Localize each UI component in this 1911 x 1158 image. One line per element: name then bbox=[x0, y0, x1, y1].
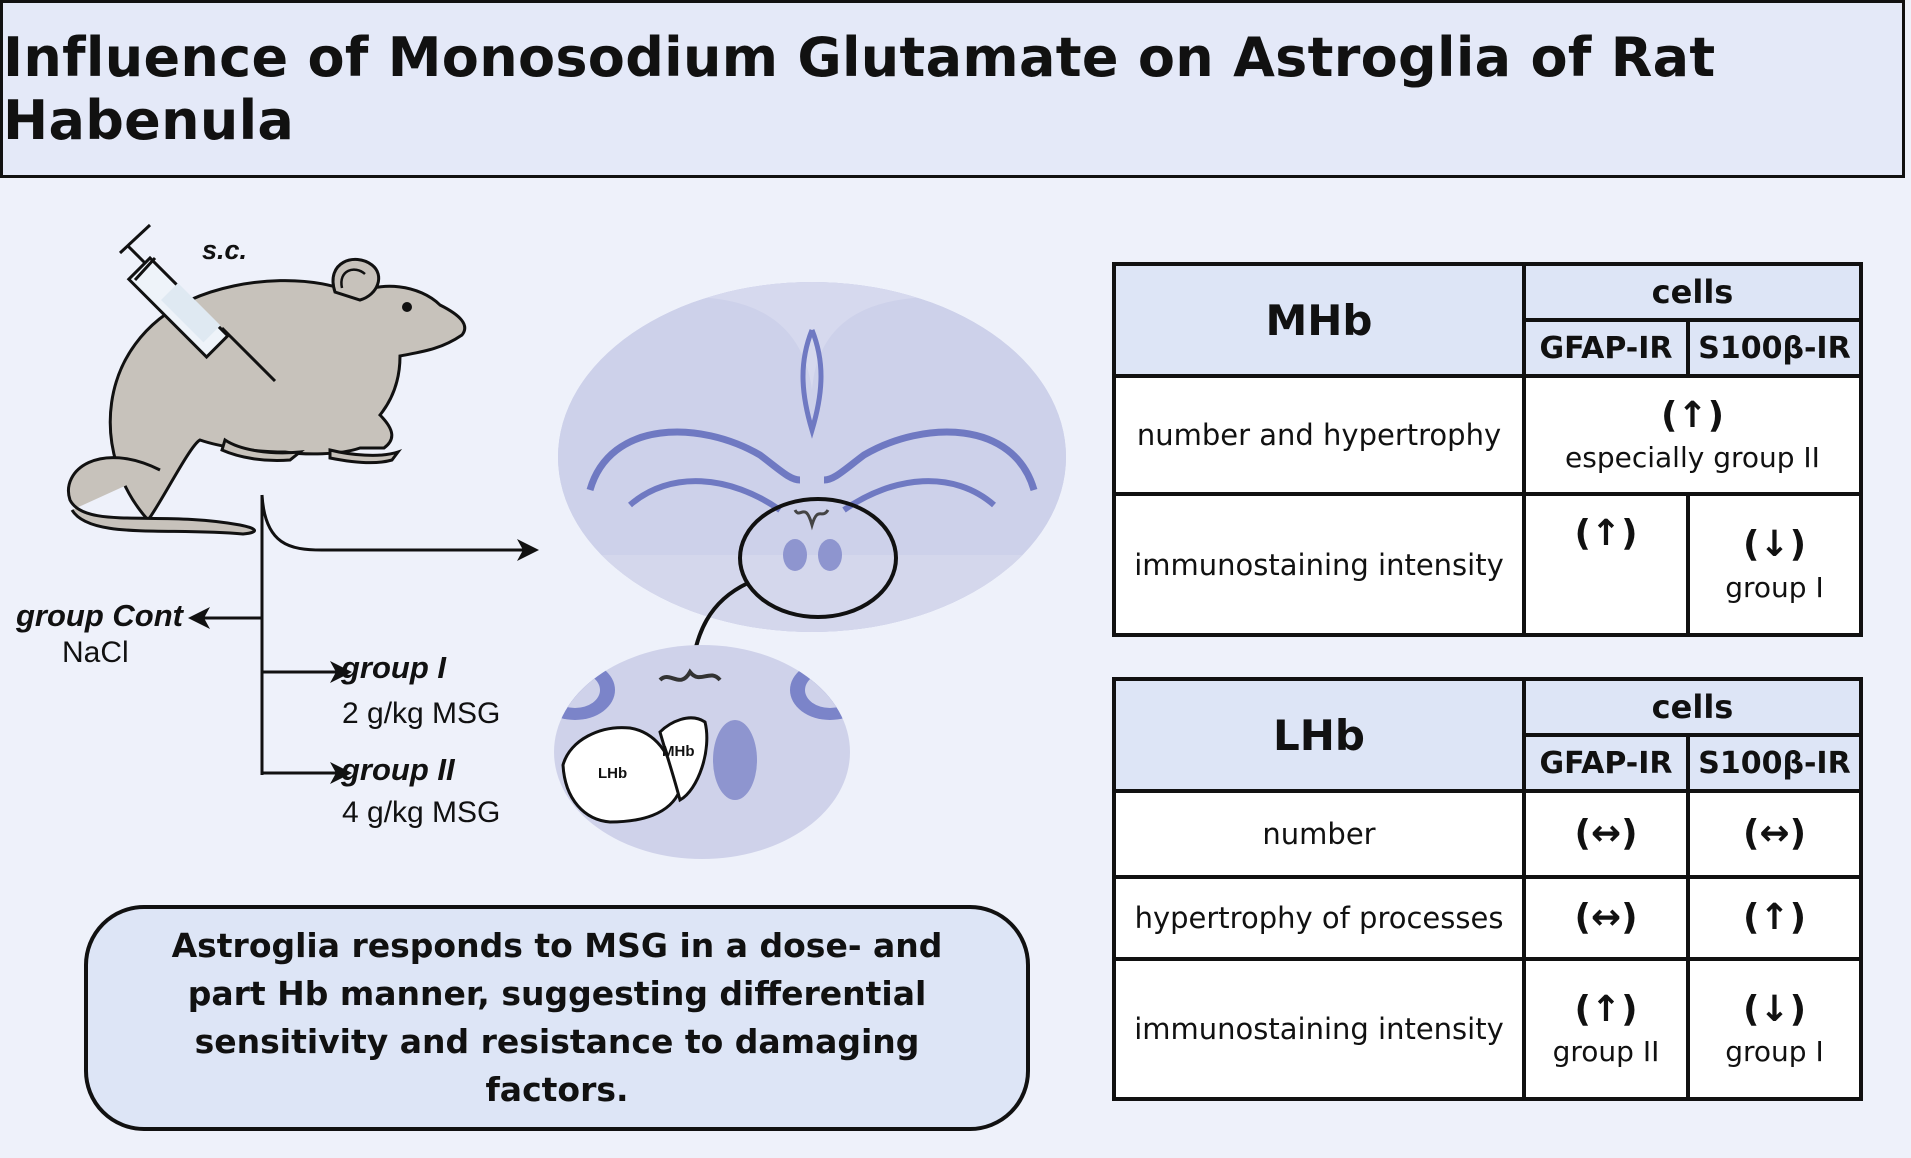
up-arrow-icon: (↑) bbox=[1574, 988, 1638, 1030]
rat-ear bbox=[331, 257, 381, 302]
title-banner: Influence of Monosodium Glutamate on Ast… bbox=[0, 0, 1905, 178]
mhb-gfap-intensity-cell: (↑) bbox=[1522, 492, 1690, 637]
mhb-label: MHb bbox=[662, 743, 695, 760]
down-arrow-icon: (↓) bbox=[1742, 988, 1807, 1030]
bidirectional-arrow-icon: (↔) bbox=[1574, 897, 1638, 939]
mhb-row-label: number and hypertrophy bbox=[1112, 374, 1526, 496]
mhb-s100b-intensity-cell: (↓) group I bbox=[1686, 492, 1863, 637]
habenula-section-image bbox=[554, 645, 850, 859]
lhb-gfap-intensity-cell: (↑) group II bbox=[1522, 957, 1690, 1101]
up-arrow-icon: (↑) bbox=[1574, 513, 1638, 554]
syringe-icon bbox=[118, 223, 277, 383]
group-ii-dose: 4 g/kg MSG bbox=[342, 796, 501, 829]
group-i-name: group I bbox=[341, 650, 447, 685]
lhb-gfap-hypertrophy-cell: (↔) bbox=[1522, 875, 1690, 961]
mhb-gfap-header: GFAP-IR bbox=[1522, 318, 1690, 378]
lhb-s100b-intensity-cell: (↓) group I bbox=[1686, 957, 1863, 1101]
group-cont-dose: NaCl bbox=[62, 636, 129, 669]
lhb-row-label: hypertrophy of processes bbox=[1112, 875, 1526, 961]
lhb-table: LHb cells GFAP-IR S100β-IR number (↔) (↔… bbox=[1112, 677, 1863, 1101]
page-title: Influence of Monosodium Glutamate on Ast… bbox=[3, 26, 1716, 152]
mhb-number-hypertrophy-cell: (↑) especially group II bbox=[1522, 374, 1863, 496]
bidirectional-arrow-icon: (↔) bbox=[1574, 813, 1638, 855]
rat-illustration bbox=[67, 257, 467, 536]
mhb-table: MHb cells GFAP-IR S100β-IR number and hy… bbox=[1112, 262, 1863, 637]
cell-note: especially group II bbox=[1565, 441, 1820, 475]
conclusion-box: Astroglia responds to MSG in a dose- and… bbox=[84, 905, 1030, 1131]
lhb-gfap-number-cell: (↔) bbox=[1522, 789, 1690, 879]
injection-label: s.c. bbox=[202, 235, 248, 265]
cell-note: group I bbox=[1725, 570, 1824, 604]
lhb-s100b-hypertrophy-cell: (↑) bbox=[1686, 875, 1863, 961]
bidirectional-arrow-icon: (↔) bbox=[1742, 813, 1807, 855]
lhb-row-label: immunostaining intensity bbox=[1112, 957, 1526, 1101]
group-ii-name: group II bbox=[341, 752, 455, 787]
mhb-region-header: MHb bbox=[1112, 262, 1526, 378]
mhb-row-label: immunostaining intensity bbox=[1112, 492, 1526, 637]
cell-note: group II bbox=[1552, 1035, 1660, 1069]
lhb-region-header: LHb bbox=[1112, 677, 1526, 793]
group-flow-lines bbox=[188, 494, 539, 784]
down-arrow-icon: (↓) bbox=[1742, 524, 1807, 566]
group-i-dose: 2 g/kg MSG bbox=[342, 697, 501, 730]
mhb-cells-header: cells bbox=[1522, 262, 1863, 322]
rat-tail bbox=[67, 456, 256, 536]
mhb-s100b-header: S100β-IR bbox=[1686, 318, 1863, 378]
up-arrow-icon: (↑) bbox=[1742, 897, 1807, 939]
lhb-s100b-number-cell: (↔) bbox=[1686, 789, 1863, 879]
lhb-s100b-header: S100β-IR bbox=[1686, 733, 1863, 793]
group-cont-name: group Cont bbox=[16, 598, 184, 633]
rat-eye bbox=[402, 302, 412, 312]
cell-note: group I bbox=[1725, 1035, 1824, 1069]
conclusion-text: Astroglia responds to MSG in a dose- and… bbox=[171, 926, 943, 1109]
up-arrow-icon: (↑) bbox=[1660, 394, 1725, 436]
lhb-label: LHb bbox=[598, 765, 628, 782]
brain-section-image bbox=[558, 282, 1066, 632]
lhb-cells-header: cells bbox=[1522, 677, 1863, 737]
lhb-row-label: number bbox=[1112, 789, 1526, 879]
mhb-outline bbox=[658, 716, 709, 803]
lhb-gfap-header: GFAP-IR bbox=[1522, 733, 1690, 793]
